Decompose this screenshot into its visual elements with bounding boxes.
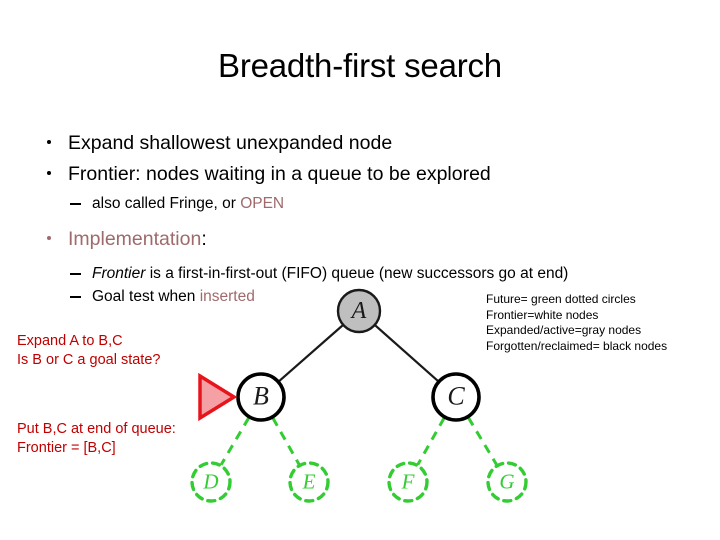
node-circle-e	[288, 461, 330, 503]
bullet-text: Frontier: nodes waiting in a queue to be…	[68, 163, 491, 185]
tree-pointer	[198, 372, 238, 422]
node-label-f: F	[401, 469, 415, 493]
frontier-term: Frontier	[92, 265, 146, 282]
node-label-b: B	[253, 382, 269, 411]
annotation-expand-a: Expand A to B,C Is B or C a goal state?	[17, 333, 161, 368]
node-circle-a	[336, 288, 382, 334]
legend-line-future: Future= green dotted circles	[486, 292, 636, 306]
bullet-item-frontier-queue: Frontier: nodes waiting in a queue to be…	[30, 159, 690, 190]
bullet-list: Expand shallowest unexpanded node Fronti…	[30, 128, 690, 308]
bullet-item-expand-shallowest: Expand shallowest unexpanded node	[30, 128, 690, 159]
tree-node-e[interactable]: E	[288, 461, 330, 503]
bullet-dot-icon	[47, 171, 51, 175]
bullet-dot-icon	[47, 236, 51, 240]
tree-node-b[interactable]: B	[236, 372, 286, 422]
implementation-colon: :	[201, 228, 207, 250]
dash-bullet-icon	[70, 203, 81, 205]
bullet-dot-icon	[47, 140, 51, 144]
bullet-text: Expand shallowest unexpanded node	[68, 132, 393, 154]
tree-node-c[interactable]: C	[431, 372, 481, 422]
pointer-triangle-icon	[198, 372, 238, 422]
open-keyword: OPEN	[240, 195, 285, 212]
search-tree-diagram: A B C D E F G	[150, 278, 570, 518]
tree-edge-c-g	[467, 416, 498, 466]
node-label-d: D	[202, 469, 218, 493]
node-circle-g	[486, 461, 528, 503]
node-label-g: G	[499, 469, 514, 493]
tree-node-d[interactable]: D	[190, 461, 232, 503]
annotation-put-bc-queue: Put B,C at end of queue: Frontier = [B,C…	[17, 421, 176, 456]
node-circle-d	[190, 461, 232, 503]
bullet-item-implementation: Implementation:	[30, 224, 690, 255]
node-label-e: E	[302, 469, 316, 493]
node-label-c: C	[447, 382, 465, 411]
node-circle-b	[236, 372, 286, 422]
node-circle-f	[387, 461, 429, 503]
tree-edge-a-b	[278, 324, 344, 382]
sub-bullet-fifo-queue: Frontier is a first-in-first-out (FIFO) …	[30, 262, 690, 285]
legend-line-expanded: Expanded/active=gray nodes	[486, 323, 642, 337]
sub-bullet-text: also called Fringe, or	[92, 195, 241, 212]
legend-line-forgotten: Forgotten/reclaimed= black nodes	[486, 338, 668, 353]
tree-node-g[interactable]: G	[486, 461, 528, 503]
tree-edge-a-c	[374, 324, 439, 382]
sub-bullet-text: Goal test when	[92, 288, 200, 305]
tree-edges	[219, 324, 498, 466]
tree-node-a[interactable]: A	[336, 288, 382, 334]
legend: Future= green dotted circles Frontier=wh…	[486, 292, 667, 354]
dash-bullet-icon	[70, 296, 81, 298]
tree-edge-c-f	[416, 417, 446, 466]
sub-bullet-text: is a first-in-first-out (FIFO) queue (ne…	[145, 265, 569, 282]
tree-edge-b-d	[219, 416, 251, 466]
node-label-a: A	[350, 298, 367, 324]
node-circle-c	[431, 372, 481, 422]
tree-edge-b-e	[271, 417, 301, 466]
implementation-label: Implementation	[68, 228, 202, 250]
tree-svg: A B C D E F G	[190, 288, 528, 503]
inserted-keyword: inserted	[199, 288, 255, 305]
sub-bullet-goal-test: Goal test when inserted	[30, 285, 690, 308]
tree-nodes: A B C D E F G	[190, 288, 528, 503]
page-title: Breadth-first search	[218, 47, 502, 84]
dash-bullet-icon	[70, 273, 81, 275]
legend-line-frontier: Frontier=white nodes	[486, 307, 599, 322]
tree-node-f[interactable]: F	[387, 461, 429, 503]
sub-bullet-also-called-open: also called Fringe, or OPEN	[30, 192, 690, 215]
